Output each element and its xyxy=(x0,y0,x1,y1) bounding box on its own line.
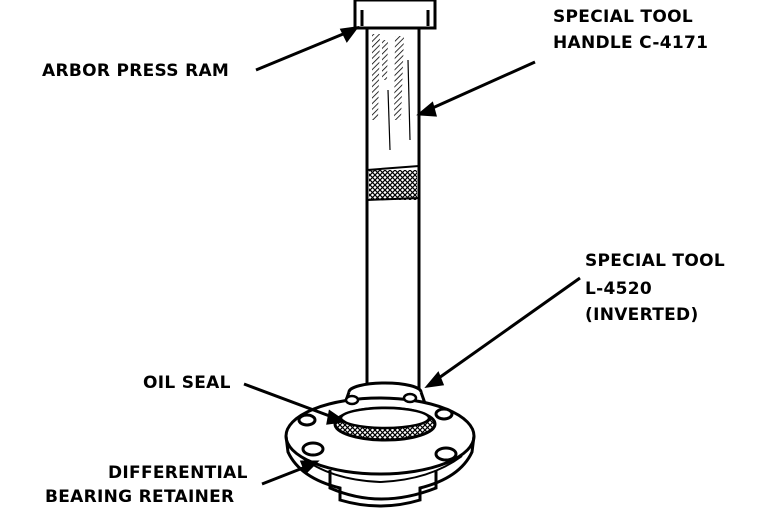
label-oil-seal: OIL SEAL xyxy=(143,373,231,393)
label-tool-line2: L-4520 xyxy=(585,279,653,299)
label-retainer-line1: DIFFERENTIAL xyxy=(108,463,248,483)
arbor-press-ram xyxy=(353,0,437,30)
label-tool-line1: SPECIAL TOOL xyxy=(585,251,725,271)
label-arbor-press-ram: ARBOR PRESS RAM xyxy=(42,61,230,81)
label-handle-line1: SPECIAL TOOL xyxy=(553,7,693,27)
leader-lines xyxy=(243,26,581,486)
tool-handle xyxy=(365,26,421,390)
label-handle-line2: HANDLE C-4171 xyxy=(553,33,709,53)
label-retainer-line2: BEARING RETAINER xyxy=(45,487,235,507)
label-tool-line3: (INVERTED) xyxy=(585,305,699,325)
